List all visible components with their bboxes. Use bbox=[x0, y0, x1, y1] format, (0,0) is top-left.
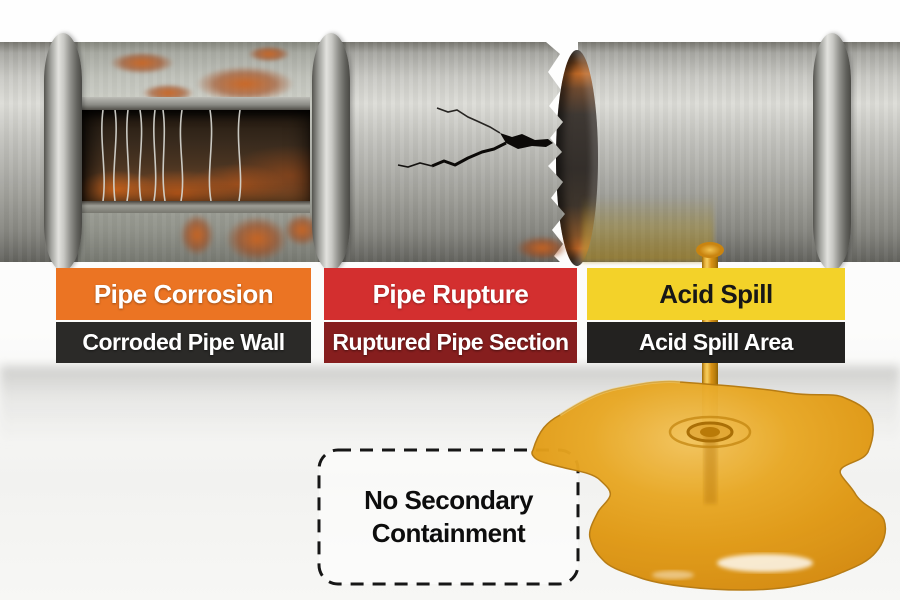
rupture-title: Pipe Rupture bbox=[324, 268, 577, 320]
no-secondary-containment-callout: No Secondary Containment bbox=[317, 448, 580, 586]
pipe-collar bbox=[44, 33, 82, 271]
rupture-label-group: Pipe Rupture Ruptured Pipe Section bbox=[324, 268, 577, 363]
ruptured-pipe-section bbox=[328, 42, 565, 262]
corrosion-title: Pipe Corrosion bbox=[56, 268, 311, 320]
rust-patch bbox=[196, 66, 294, 102]
dashed-border bbox=[317, 448, 580, 586]
rupture-subtitle: Ruptured Pipe Section bbox=[324, 322, 577, 363]
cutaway-top-lip bbox=[82, 97, 310, 110]
acid-drip bbox=[696, 242, 724, 258]
exposed-corrosion-wires bbox=[101, 109, 242, 202]
acid-stain-on-pipe bbox=[582, 196, 714, 262]
spill-subtitle: Acid Spill Area bbox=[587, 322, 845, 363]
rust-patch bbox=[516, 236, 568, 260]
corrosion-label-group: Pipe Corrosion Corroded Pipe Wall bbox=[56, 268, 311, 363]
rust-patch bbox=[110, 52, 174, 74]
corrosion-subtitle: Corroded Pipe Wall bbox=[56, 322, 311, 363]
spill-title: Acid Spill bbox=[587, 268, 845, 320]
callout-text: No Secondary Containment bbox=[364, 484, 533, 548]
spill-label-group: Acid Spill Acid Spill Area bbox=[587, 268, 845, 363]
corroded-pipe-wall-cutaway bbox=[82, 109, 310, 202]
rust-patch bbox=[180, 214, 214, 256]
rust-patch bbox=[248, 46, 290, 62]
rust-patch bbox=[226, 216, 288, 262]
cutaway-bottom-lip bbox=[82, 201, 310, 213]
pipe-collar bbox=[813, 33, 851, 271]
pipe-collar bbox=[312, 33, 350, 271]
acid-pool bbox=[531, 380, 887, 591]
